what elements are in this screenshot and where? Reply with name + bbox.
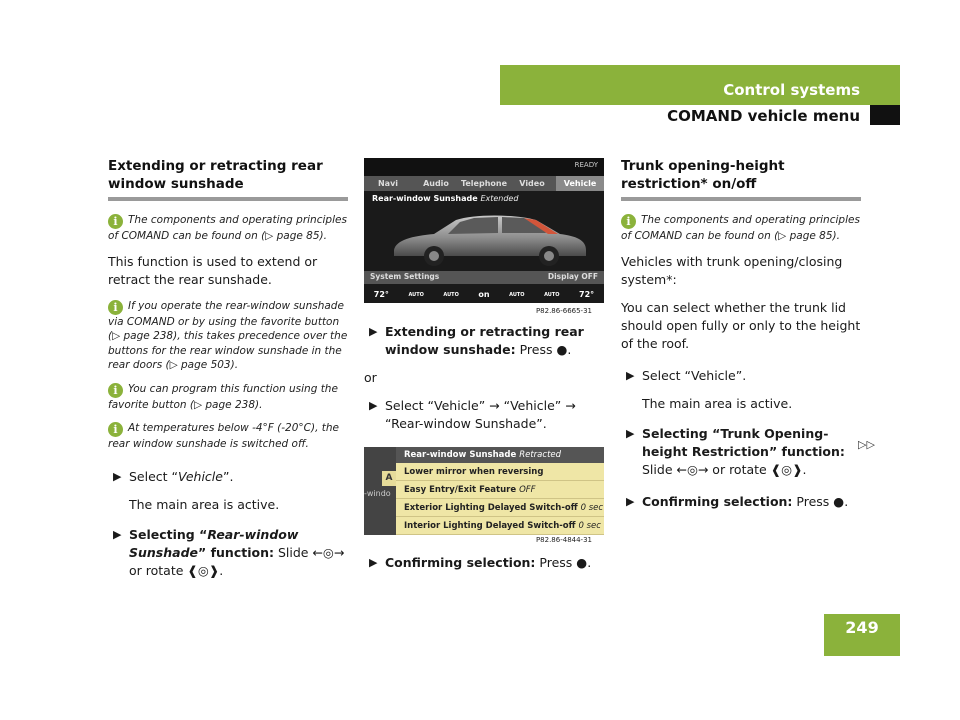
screen-menu-bar: Navi Audio Telephone Video Vehicle	[364, 176, 604, 191]
info-icon: i	[108, 299, 123, 315]
step-arrow-icon: ▶	[626, 494, 635, 508]
column-sunshade: Extending or retracting rear window suns…	[108, 157, 348, 590]
screen-bottom-bar: System Settings Display OFF	[364, 271, 604, 284]
list-item: Exterior Lighting Delayed Switch-off 0 s…	[396, 499, 604, 517]
comand-screen-list: A -windo Rear-window Sunshade Retracted …	[364, 447, 604, 535]
subsection-header: COMAND vehicle menu	[500, 105, 870, 125]
screen-top-bar: READY	[364, 158, 604, 176]
step-result: The main area is active.	[642, 395, 793, 411]
list-header: Rear-window Sunshade Retracted	[396, 447, 604, 463]
step-select-function: ▶ Selecting “Trunk Opening-height Restri…	[626, 425, 845, 477]
menu-video: Video	[519, 179, 545, 188]
or-text: or	[364, 370, 377, 385]
menu-audio: Audio	[423, 179, 449, 188]
figure-caption: P82.86-4844-31	[535, 536, 592, 544]
column-trunk: Trunk opening-height restriction* on/off…	[621, 157, 861, 521]
page-number-box: 249	[824, 614, 900, 656]
menu-navi: Navi	[377, 179, 399, 188]
info-icon: i	[108, 422, 123, 437]
step-arrow-icon: ▶	[369, 556, 378, 569]
step-select-path: ▶ Select “Vehicle” → “Vehicle” → “Rear-w…	[369, 398, 576, 431]
step-arrow-icon: ▶	[369, 399, 378, 412]
step-arrow-icon: ▶	[113, 527, 122, 541]
screen-side-panel: A -windo	[364, 447, 396, 535]
figure-caption: P82.86-6665-31	[535, 307, 592, 315]
step-arrow-icon: ▶	[626, 368, 635, 382]
subsection-title: COMAND vehicle menu	[667, 107, 860, 125]
heading-rule	[621, 197, 861, 201]
step-arrow-icon: ▶	[369, 325, 378, 338]
step-confirm: ▶ Confirming selection: Press ●.	[369, 555, 592, 570]
screen-function-title: Rear-window Sunshade Extended	[372, 194, 519, 203]
step-result: The main area is active.	[129, 496, 280, 512]
comand-screen-vehicle: READY Navi Audio Telephone Video Vehicle…	[364, 158, 604, 303]
step-arrow-icon: ▶	[113, 469, 122, 483]
continue-arrow-icon: ▷▷	[858, 438, 875, 451]
body-text: This function is used to extend or retra…	[108, 253, 318, 287]
header-marker	[870, 105, 900, 125]
climate-bar: 72° AUTO AUTO on AUTO AUTO 72°	[373, 290, 595, 299]
step-arrow-icon: ▶	[626, 426, 635, 440]
car-illustration	[394, 215, 586, 266]
step-confirm: ▶ Confirming selection: Press ●.	[626, 493, 849, 509]
step-select-vehicle: ▶ Select “Vehicle”.	[626, 367, 747, 383]
menu-telephone: Telephone	[460, 179, 508, 188]
settings-list: Lower mirror when reversing Easy Entry/E…	[396, 463, 604, 535]
list-item: Easy Entry/Exit Feature OFF	[396, 481, 604, 499]
heading-trunk: Trunk opening-height restriction* on/off	[621, 158, 785, 192]
heading-rule	[108, 197, 348, 201]
heading-sunshade: Extending or retracting rear window suns…	[108, 158, 323, 192]
page-number: 249	[845, 618, 879, 637]
body-text: You can select whether the trunk lid sho…	[621, 299, 861, 351]
section-title: Control systems	[723, 81, 860, 99]
section-header-bar: Control systems	[500, 65, 900, 105]
step-select-vehicle: ▶ Select “Vehicle”.	[113, 468, 234, 484]
step-press: ▶ Extending or retracting rear window su…	[369, 324, 584, 357]
info-icon: i	[108, 214, 123, 229]
info-icon: i	[108, 382, 123, 398]
body-text: Vehicles with trunk opening/closing syst…	[621, 253, 843, 287]
menu-vehicle: Vehicle	[556, 176, 604, 191]
list-item: Interior Lighting Delayed Switch-off 0 s…	[396, 517, 604, 535]
column-screens: READY Navi Audio Telephone Video Vehicle…	[364, 158, 604, 582]
list-item: Lower mirror when reversing	[396, 463, 604, 481]
step-select-function: ▶ Selecting “Rear-window Sunshade” funct…	[113, 526, 345, 578]
info-icon: i	[621, 214, 636, 229]
